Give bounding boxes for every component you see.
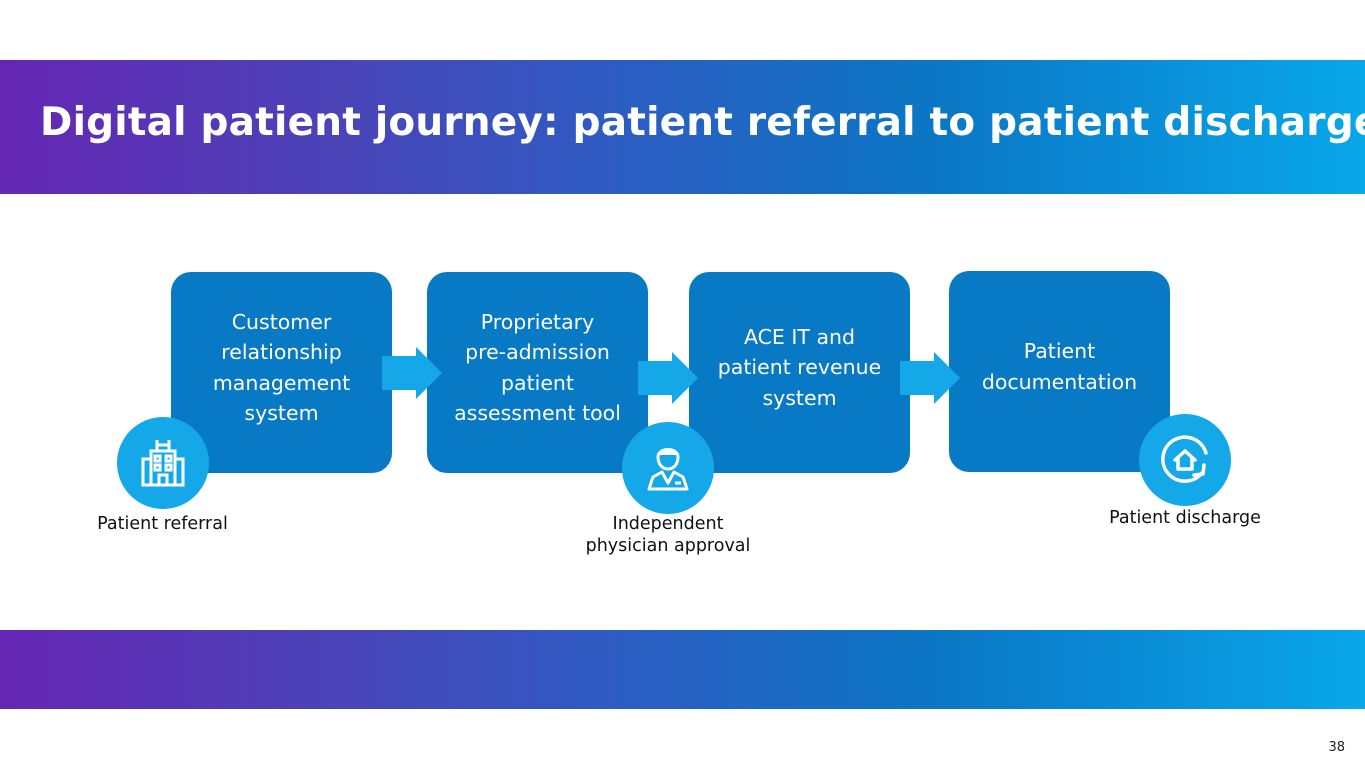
arrow-right-icon — [382, 347, 442, 399]
step-label: Proprietary pre-admission patient assess… — [454, 309, 621, 426]
patient-discharge-marker — [1139, 414, 1231, 506]
arrow-right-icon — [900, 352, 960, 404]
title-band — [0, 60, 1365, 194]
step-revenue-system: ACE IT and patient revenue system — [689, 272, 910, 473]
home-return-icon — [1161, 435, 1208, 483]
physician-approval-marker — [622, 422, 714, 514]
hospital-building-icon — [141, 440, 185, 487]
step-label: ACE IT and patient revenue system — [717, 324, 882, 410]
step-patient-documentation: Patient documentation — [949, 271, 1170, 472]
page-title: Digital patient journey: patient referra… — [40, 100, 1365, 145]
arrow-right-icon — [638, 352, 698, 404]
page-number: 38 — [1328, 740, 1345, 755]
step-label: Customer relationship management system — [212, 309, 351, 426]
step-label: Patient documentation — [981, 339, 1138, 394]
physician-icon — [647, 448, 689, 491]
milestone-label-discharge: Patient discharge — [1109, 508, 1261, 528]
patient-referral-marker — [117, 417, 209, 509]
footer-band — [0, 630, 1365, 709]
step-crm-system: Customer relationship management system — [171, 272, 392, 473]
step-assessment-tool: Proprietary pre-admission patient assess… — [427, 272, 648, 473]
milestone-label-referral: Patient referral — [97, 514, 228, 534]
milestone-label-physician-approval: Independent physician approval — [585, 514, 751, 556]
